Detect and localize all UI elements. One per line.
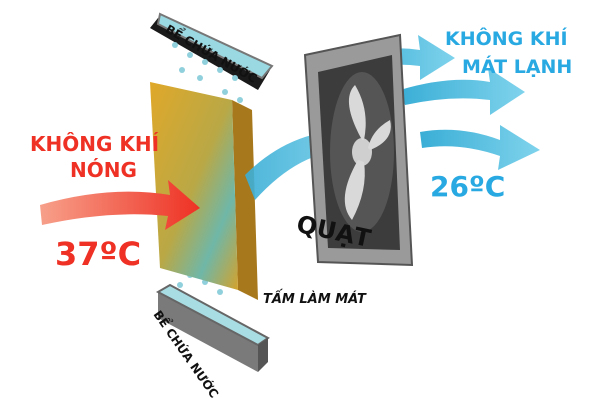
hot-air-arrow (40, 180, 200, 230)
bottom-water-tank (155, 283, 270, 372)
hot-temperature: 37ºC (55, 235, 142, 273)
hot-air-label-line2: NÓNG (70, 158, 137, 182)
cool-temperature: 26ºC (430, 170, 506, 203)
cooling-pad (150, 82, 258, 300)
top-water-tank (150, 12, 274, 90)
hot-air-label-line1: KHÔNG KHÍ (30, 132, 160, 156)
fan (303, 33, 414, 267)
cooling-pad-label: TẤM LÀM MÁT (263, 292, 366, 307)
cool-air-label-line2: MÁT LẠNH (462, 56, 573, 78)
cool-air-label-line1: KHÔNG KHÍ (445, 28, 568, 50)
water-drops (172, 42, 243, 295)
